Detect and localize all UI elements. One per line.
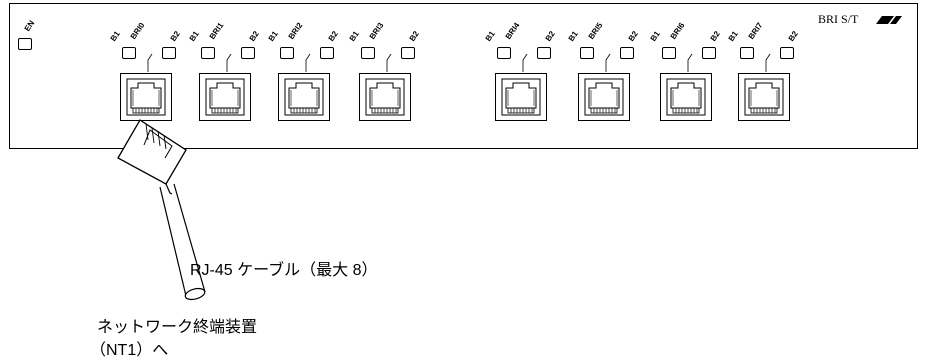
rj45-jack-icon [126, 78, 166, 116]
rj45-jack[interactable] [738, 73, 790, 121]
b2-led [537, 47, 551, 59]
b1-led [122, 47, 136, 59]
rj45-jack-icon [205, 78, 245, 116]
rj45-jack[interactable] [199, 73, 251, 121]
module-title: BRI S/T [818, 12, 859, 26]
rj45-jack-icon [365, 78, 405, 116]
rj45-jack-icon [284, 78, 324, 116]
rj45-jack[interactable] [660, 73, 712, 121]
rj45-jack[interactable] [120, 73, 172, 121]
b2-led [162, 47, 176, 59]
b1-led [361, 47, 375, 59]
b1-led [740, 47, 754, 59]
rj45-jack[interactable] [495, 73, 547, 121]
b2-led [620, 47, 634, 59]
b1-led [662, 47, 676, 59]
rj45-jack-icon [744, 78, 784, 116]
nt1-device-callout-line2: （NT1）へ [90, 342, 169, 359]
b1-led [280, 47, 294, 59]
rj45-jack-icon [501, 78, 541, 116]
nt1-device-callout-line1: ネットワーク終端装置 [97, 319, 258, 336]
enable-led [18, 38, 32, 50]
rj45-jack[interactable] [578, 73, 630, 121]
b1-led [580, 47, 594, 59]
rj45-jack[interactable] [359, 73, 411, 121]
rj45-jack-icon [584, 78, 624, 116]
b2-led [241, 47, 255, 59]
b2-led [320, 47, 334, 59]
cable-callout: RJ-45 ケーブル（最大 8） [190, 262, 378, 279]
rj45-jack-icon [666, 78, 706, 116]
b1-led [201, 47, 215, 59]
b1-led [497, 47, 511, 59]
b2-led [401, 47, 415, 59]
b2-led [702, 47, 716, 59]
b2-led [780, 47, 794, 59]
rj45-jack[interactable] [278, 73, 330, 121]
